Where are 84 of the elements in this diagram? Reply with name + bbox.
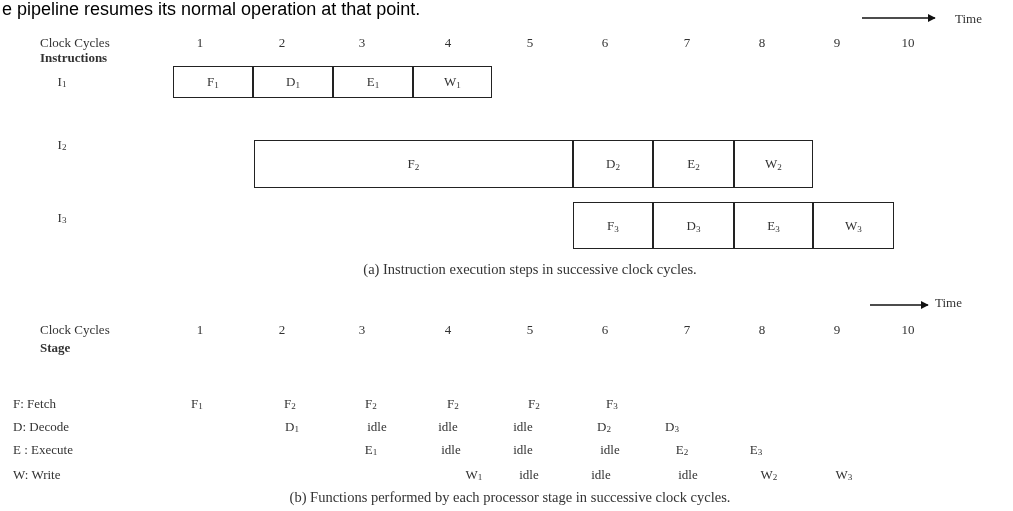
cycle-number: 8 (758, 322, 766, 338)
table-cell: D$_{1}$ (285, 419, 299, 435)
stage-label: E$_{1}$ (366, 74, 380, 90)
table-cell: D$_{2}$ (597, 419, 611, 435)
time-label: Time (935, 295, 962, 311)
stage-box (413, 66, 492, 98)
stage-box (653, 140, 734, 188)
cycle-number: 4 (444, 35, 452, 51)
table-cell: E$_{3}$ (749, 442, 763, 458)
axis-title: Stage (40, 340, 71, 356)
cycle-number: 3 (358, 35, 366, 51)
instruction-label: I$_{3}$ (57, 210, 67, 226)
figure-caption: (a) Instruction execution steps in successive clock cycles. (363, 262, 697, 278)
stage-label: F$_{1}$ (207, 74, 219, 90)
cycle-number: 6 (601, 322, 609, 338)
cycle-number: 3 (358, 322, 366, 338)
table-cell: D$_{3}$ (665, 419, 679, 435)
axis-title: Instructions (40, 50, 108, 66)
table-cell: idle (519, 467, 539, 483)
cycle-number: 8 (758, 35, 766, 51)
cycle-number: 2 (278, 35, 286, 51)
stage-name: F: Fetch (13, 396, 56, 412)
intro-text: e pipeline resumes its normal operation at that point. (2, 0, 421, 20)
stage-box (734, 202, 813, 249)
stage-label: D$_{3}$ (686, 217, 701, 234)
stage-name: E : Execute (13, 442, 73, 458)
stage-box (734, 140, 813, 188)
cycle-number: 1 (196, 35, 204, 51)
table-cell: F$_{2}$ (284, 396, 296, 412)
cycle-number: 6 (601, 35, 609, 51)
stage-box (653, 202, 734, 249)
table-cell: F$_{3}$ (606, 396, 618, 412)
table-cell: F$_{2}$ (528, 396, 540, 412)
stage-label: W$_{2}$ (765, 156, 782, 172)
stage-label: E$_{2}$ (687, 156, 700, 172)
table-cell: E$_{1}$ (364, 442, 378, 458)
stage-label: F$_{2}$ (407, 156, 420, 172)
table-cell: F$_{2}$ (447, 396, 459, 412)
table-cell: W$_{2}$ (760, 467, 778, 483)
cycle-number: 2 (278, 322, 286, 338)
cycle-number: 7 (683, 322, 691, 338)
table-cell: E$_{2}$ (675, 442, 689, 458)
table-cell: idle (600, 442, 620, 458)
cycle-number: 5 (526, 322, 534, 338)
table-cell: idle (367, 419, 387, 435)
cycle-number: 9 (833, 322, 841, 338)
stage-label: F$_{3}$ (607, 217, 619, 234)
table-cell: idle (591, 467, 611, 483)
table-cell: F$_{2}$ (365, 396, 377, 412)
axis-title: Clock Cycles (40, 322, 110, 338)
cycle-number: 9 (833, 35, 841, 51)
stage-box (573, 140, 653, 188)
stage-name: W: Write (13, 467, 61, 483)
cycle-number: 1 (196, 322, 204, 338)
cycle-number: 5 (526, 35, 534, 51)
stage-box (173, 66, 253, 98)
figure-caption: (b) Functions performed by each processor stage in successive clock cycles. (289, 490, 731, 506)
stage-label: W$_{1}$ (444, 74, 461, 90)
stage-name: D: Decode (13, 419, 69, 435)
table-cell: idle (513, 419, 533, 435)
stage-label: D$_{2}$ (606, 156, 620, 172)
table-cell: F$_{1}$ (191, 396, 203, 412)
cycle-number: 10 (901, 322, 915, 338)
stage-box (253, 66, 333, 98)
time-label: Time (955, 11, 982, 27)
instruction-label: I$_{1}$ (57, 74, 67, 90)
stage-box (813, 202, 894, 249)
table-cell: W$_{1}$ (465, 467, 483, 483)
table-cell: idle (513, 442, 533, 458)
instruction-label: I$_{2}$ (57, 137, 67, 153)
stage-label: D$_{1}$ (286, 74, 300, 90)
cycle-number: 10 (901, 35, 915, 51)
stage-label: W$_{3}$ (845, 217, 862, 234)
axis-title: Clock Cycles (40, 35, 110, 51)
stage-box (573, 202, 653, 249)
cycle-number: 4 (444, 322, 452, 338)
table-cell: W$_{3}$ (835, 467, 853, 483)
table-cell: idle (438, 419, 458, 435)
cycle-number: 7 (683, 35, 691, 51)
stage-box (333, 66, 413, 98)
table-cell: idle (441, 442, 461, 458)
stage-box (254, 140, 573, 188)
table-cell: idle (678, 467, 698, 483)
stage-label: E$_{3}$ (767, 217, 780, 234)
